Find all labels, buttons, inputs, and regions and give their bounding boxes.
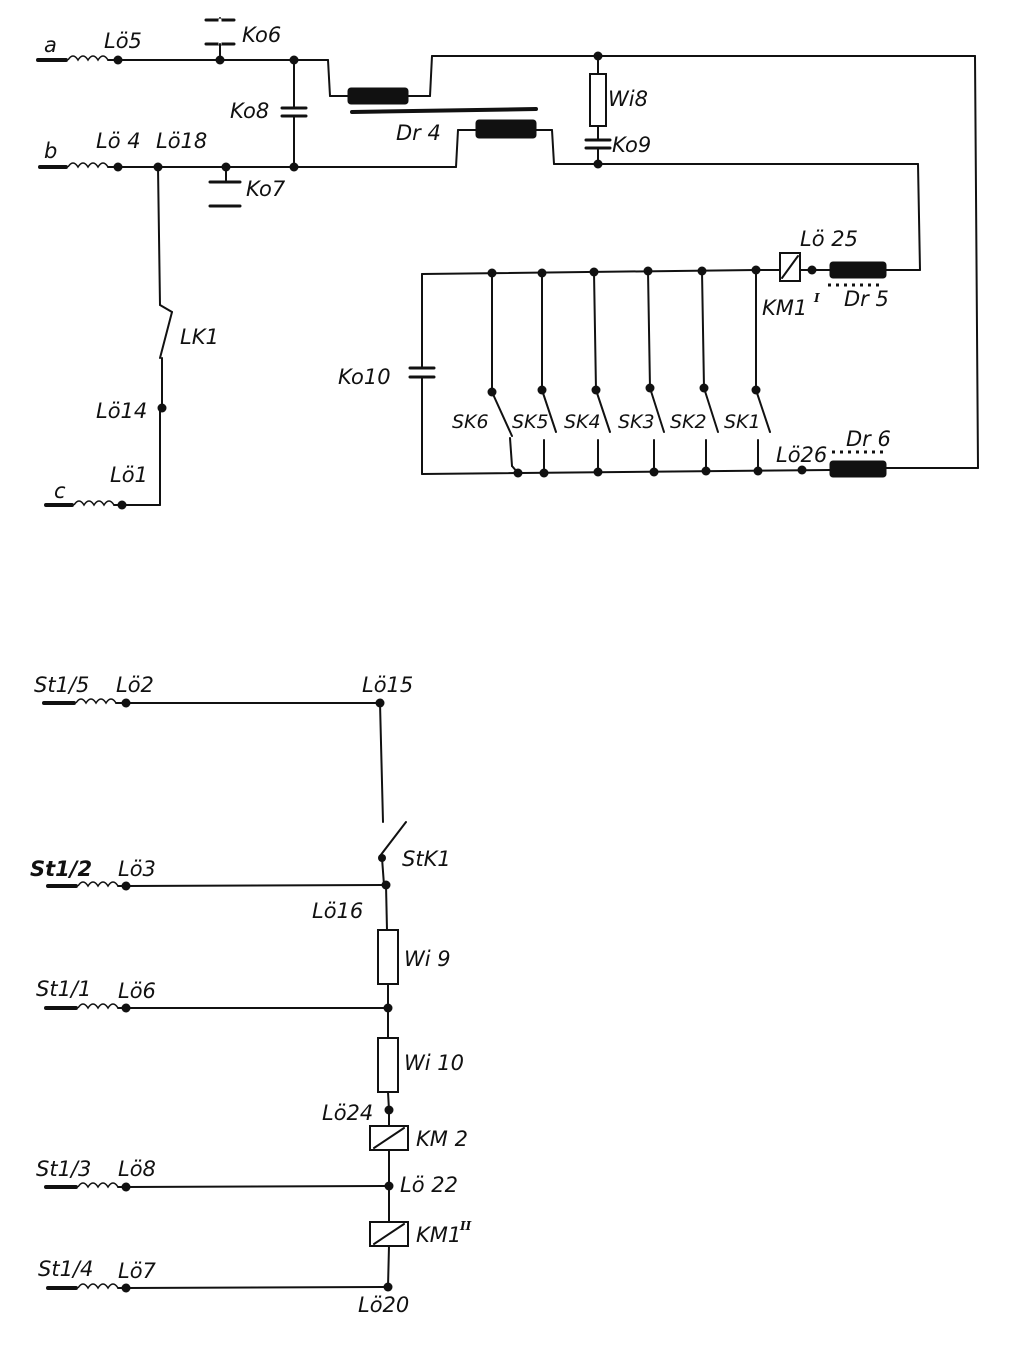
label-km1-upper: KM1 [762,296,807,320]
wi10-resistor [377,1007,399,1127]
label-lo4: Lö 4 [96,129,141,153]
wi8-resistor [589,55,607,141]
sk6-contact [487,272,519,474]
label-lk1: LK1 [180,325,219,349]
label-st1-5: St1/5 [34,673,89,697]
label-lo18: Lö18 [156,129,207,153]
sk5-contact [537,272,557,474]
label-sk2: SK2 [670,411,707,433]
sk-switch-bank [487,269,771,474]
label-sk1: SK1 [724,411,761,433]
sk1-contact [751,269,771,472]
ko10-capacitor [408,273,436,475]
label-ko8: Ko8 [230,99,269,123]
label-wi8: Wi8 [608,87,648,111]
label-c: c [54,479,66,503]
ko9-capacitor [584,138,612,165]
label-b: b [44,139,57,163]
label-lo6: Lö6 [118,979,156,1003]
upper-circuit: a b c Lö5 Lö 4 Lö18 Lö14 Lö1 LK1 Ko6 Ko7… [36,17,979,510]
label-ko9: Ko9 [612,133,651,157]
st1-2-line [46,880,391,891]
label-wi10: Wi 10 [404,1051,464,1075]
st1-1-line [44,1003,393,1013]
lo5-coil [67,55,109,62]
wi9-resistor [377,884,399,1009]
dr5-choke [807,261,887,287]
label-dr4: Dr 4 [396,121,441,145]
label-wi9: Wi 9 [404,947,451,971]
label-lo24: Lö24 [322,1101,373,1125]
label-lo1: Lö1 [110,463,148,487]
label-lo8: Lö8 [118,1157,156,1181]
label-dr6: Dr 6 [846,427,891,451]
sk4-contact [591,271,611,473]
label-km1-lower-sup: II [459,1219,472,1233]
km2-relay-coil [369,1125,409,1187]
input-b [38,162,457,172]
label-lo25: Lö 25 [800,227,858,251]
label-a: a [44,33,57,57]
km1-relay-coil-lower [369,1185,409,1288]
label-dr5: Dr 5 [844,287,889,311]
ko7-capacitor [208,166,242,208]
label-ko7: Ko7 [246,177,286,201]
km1-relay-coil-upper [755,252,813,282]
label-lo14: Lö14 [96,399,147,423]
label-lo5: Lö5 [104,29,142,53]
dr6-choke [829,450,887,478]
label-st1-4: St1/4 [38,1257,93,1281]
label-lo26: Lö26 [776,443,827,467]
st1-3-line [44,1181,394,1192]
label-sk4: SK4 [564,411,601,433]
label-st1-2: St1/2 [30,857,92,881]
ko6-capacitor [204,17,236,61]
label-ko10: Ko10 [338,365,391,389]
label-lo7: Lö7 [118,1259,157,1283]
dr4-choke [327,51,976,169]
lo4-coil [67,162,109,169]
label-st1-1: St1/1 [36,977,91,1001]
label-km1-upper-sup: I [813,291,820,305]
label-lo22: Lö 22 [400,1173,458,1197]
label-lo3: Lö3 [118,857,156,881]
label-km1-lower: KM1 [416,1223,461,1247]
sk2-contact [699,270,719,472]
st1-5-line [42,698,385,708]
lower-circuit: St1/5 Lö2 Lö15 StK1 St1/2 Lö3 Lö16 Wi 9 … [30,673,472,1317]
input-a [36,55,329,65]
label-sk6: SK6 [452,411,489,433]
label-km2: KM 2 [416,1127,468,1151]
sk3-contact [645,270,665,473]
lk1-switch [157,166,173,409]
label-lo2: Lö2 [116,673,154,697]
stk1-switch [378,702,407,886]
label-st1-3: St1/3 [36,1157,91,1181]
label-sk3: SK3 [618,411,655,433]
label-lo20: Lö20 [358,1293,409,1317]
label-lo16: Lö16 [312,899,363,923]
label-sk5: SK5 [512,411,549,433]
ko8-capacitor [280,59,308,168]
label-stk1: StK1 [402,847,451,871]
label-lo15: Lö15 [362,673,413,697]
label-ko6: Ko6 [242,23,281,47]
st1-4-line [46,1282,393,1293]
lo1-coil [73,500,115,507]
